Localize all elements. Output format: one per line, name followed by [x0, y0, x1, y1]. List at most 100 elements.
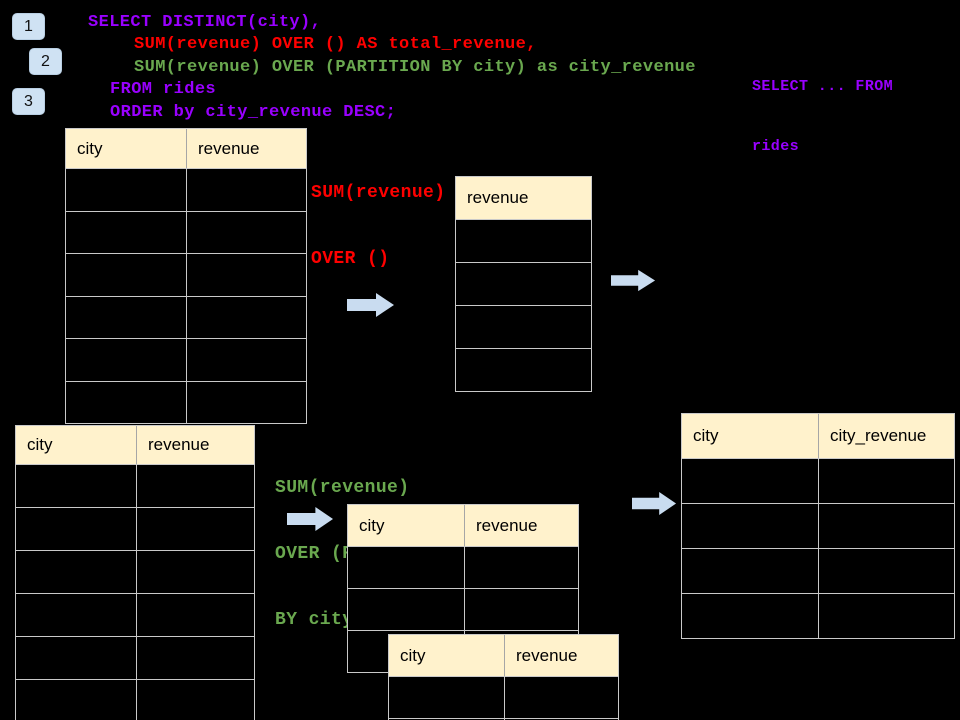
annotation-total-line-1: SUM(revenue): [311, 183, 446, 203]
table-row: [456, 262, 591, 305]
sql-line-order: ORDER by city_revenue DESC;: [110, 103, 397, 122]
annotation-total-revenue: SUM(revenue) OVER (): [311, 138, 445, 314]
table-final-result-header: city city_revenue: [682, 414, 954, 458]
sql-line-total: SUM(revenue) OVER () AS total_revenue,: [134, 35, 537, 54]
table-cell: [16, 637, 136, 679]
table-cell: [456, 263, 591, 305]
table-row: [682, 458, 954, 503]
arrow-right-icon: [632, 491, 677, 516]
step-badge-3-label: 3: [24, 92, 33, 110]
table-row: [16, 507, 254, 550]
table-cell: [348, 547, 464, 588]
table-total-result-header: revenue: [456, 177, 591, 219]
table-row: [66, 338, 306, 381]
table-row: [66, 253, 306, 296]
table-row: [456, 219, 591, 262]
table-cell: [136, 551, 254, 593]
table-cell: [66, 339, 186, 381]
table-cell: [464, 589, 578, 630]
table-cell: [186, 381, 306, 423]
table-row: [682, 593, 954, 638]
column-header-city: city: [77, 138, 103, 158]
table-row: [16, 636, 254, 679]
table-cell: [818, 594, 954, 638]
table-cell: [66, 254, 186, 296]
column-header-revenue: revenue: [467, 188, 529, 207]
table-row: [66, 380, 306, 423]
table-row: [456, 348, 591, 391]
table-cell: [16, 680, 136, 720]
table-row: [682, 548, 954, 593]
table-source-bottom-header: city revenue: [16, 426, 254, 464]
table-cell: [16, 508, 136, 550]
arrow-right-icon: [611, 269, 656, 292]
table-cell: [818, 459, 954, 503]
table-cell: [504, 677, 618, 718]
table-cell: [136, 594, 254, 636]
step-badge-2-label: 2: [41, 52, 50, 70]
table-row: [682, 503, 954, 548]
column-header-city: city: [359, 515, 385, 535]
table-cell: [464, 547, 578, 588]
table-row: [66, 210, 306, 253]
table-cell: [682, 594, 818, 638]
step-badge-1-label: 1: [24, 17, 33, 35]
table-cell: [136, 465, 254, 507]
table-cell: [16, 465, 136, 507]
table-cell: [16, 594, 136, 636]
side-note-line-2: rides: [752, 138, 800, 155]
table-row: [389, 676, 618, 718]
column-header-city: city: [27, 435, 53, 454]
table-row: [16, 593, 254, 636]
table-cell: [136, 637, 254, 679]
column-header-revenue: revenue: [186, 129, 306, 168]
table-cell: [136, 680, 254, 720]
table-cell: [186, 254, 306, 296]
arrow-right-icon: [287, 507, 334, 531]
table-row: [16, 550, 254, 593]
table-cell: [66, 296, 186, 338]
table-cell: [136, 508, 254, 550]
table-source-top: city revenue: [65, 128, 307, 424]
column-header-revenue: revenue: [464, 505, 578, 546]
table-row: [16, 679, 254, 720]
table-cell: [66, 211, 186, 253]
table-cell: [348, 589, 464, 630]
table-row: [16, 464, 254, 507]
step-badge-2: 2: [29, 48, 62, 75]
table-cell: [66, 169, 186, 211]
step-badge-1: 1: [12, 13, 45, 40]
table-row: [456, 305, 591, 348]
arrow-right-icon: [347, 293, 394, 317]
table-cell: [682, 504, 818, 548]
column-header-revenue: revenue: [504, 635, 618, 676]
column-header-city: city: [400, 645, 426, 665]
table-row: [66, 295, 306, 338]
column-header-city-revenue: city_revenue: [818, 414, 954, 458]
sql-line-partition: SUM(revenue) OVER (PARTITION BY city) as…: [134, 58, 696, 77]
sql-line-select: SELECT DISTINCT(city),: [88, 13, 322, 32]
table-row: [348, 588, 578, 630]
table-source-top-header: city revenue: [66, 129, 306, 168]
table-cell: [682, 459, 818, 503]
table-cell: [186, 296, 306, 338]
step-badge-3: 3: [12, 88, 45, 115]
table-cell: [818, 549, 954, 593]
table-total-result: revenue: [455, 176, 592, 392]
sql-line-from: FROM rides: [110, 80, 217, 99]
table-cell: [456, 306, 591, 348]
table-row: [66, 168, 306, 211]
side-note: SELECT ... FROM rides: [752, 37, 893, 197]
table-final-result: city city_revenue: [681, 413, 955, 639]
column-header-revenue: revenue: [136, 426, 254, 464]
table-cell: [456, 349, 591, 391]
table-cell: [186, 339, 306, 381]
table-cell: [456, 220, 591, 262]
table-partition-a-header: city revenue: [348, 505, 578, 546]
annotation-total-line-2: OVER (): [311, 249, 390, 269]
table-cell: [389, 677, 504, 718]
column-header-city: city: [693, 426, 719, 445]
side-note-line-1: SELECT ... FROM: [752, 78, 894, 95]
table-cell: [186, 211, 306, 253]
